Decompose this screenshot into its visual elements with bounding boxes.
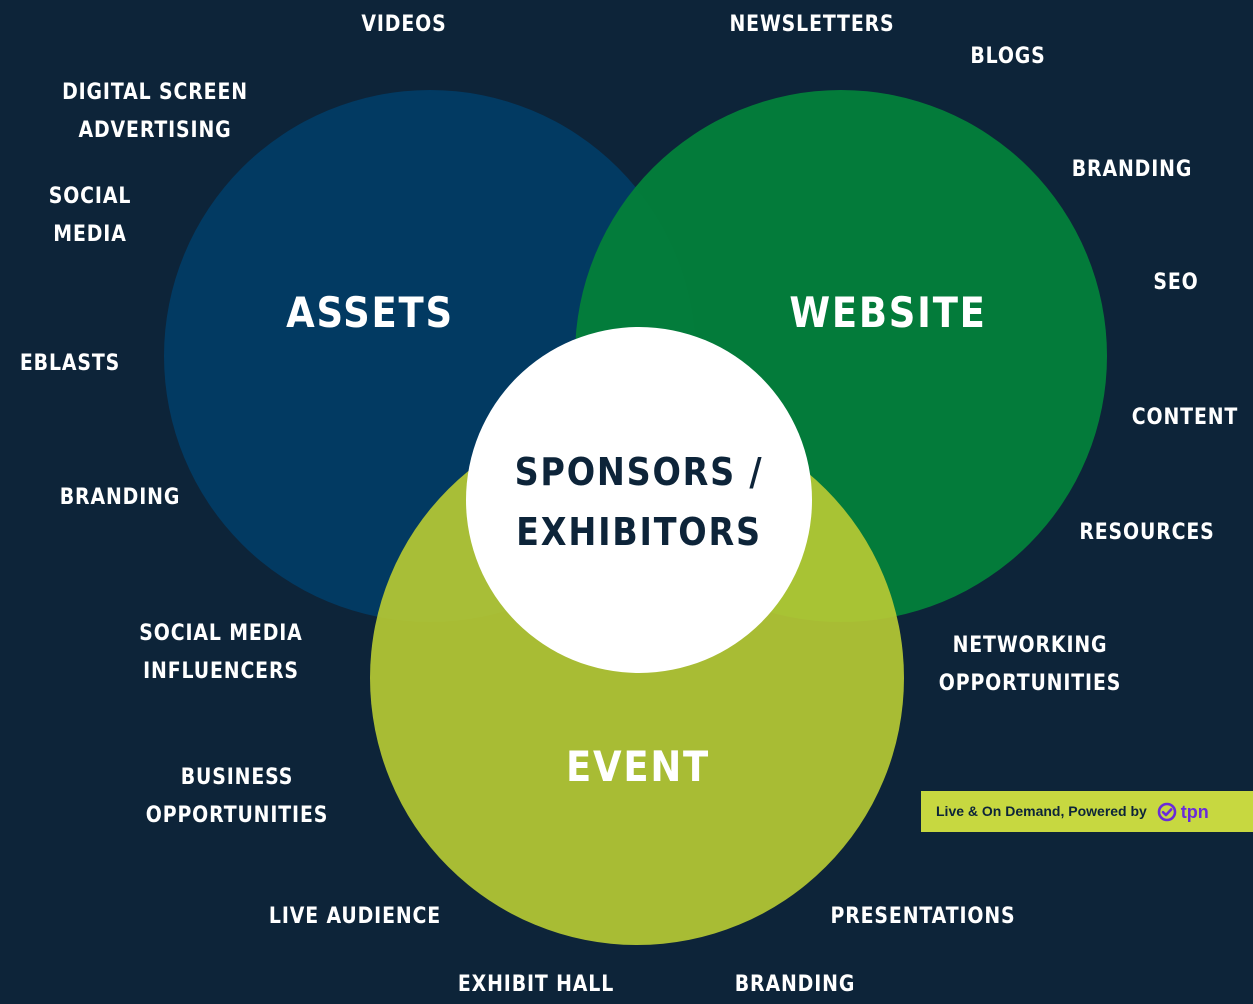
label-networking-opportunities: NETWORKING OPPORTUNITIES (935, 627, 1124, 703)
label-networking-line1: NETWORKING (952, 633, 1108, 658)
label-business-line1: BUSINESS (180, 765, 294, 790)
label-influencers-line2: INFLUENCERS (143, 659, 299, 684)
powered-by-badge[interactable]: Live & On Demand, Powered by tpn (921, 791, 1253, 832)
label-live-audience: LIVE AUDIENCE (268, 904, 442, 929)
label-videos: VIDEOS (361, 12, 447, 37)
label-exhibit-hall: EXHIBIT HALL (457, 972, 615, 997)
label-content: CONTENT (1131, 405, 1239, 430)
check-circle-icon (1157, 802, 1177, 822)
label-branding-event: BRANDING (734, 972, 856, 997)
label-seo: SEO (1153, 270, 1199, 295)
label-business-opportunities: BUSINESS OPPORTUNITIES (142, 759, 331, 835)
center-title-line1: SPONSORS / (514, 450, 764, 494)
label-resources: RESOURCES (1079, 520, 1215, 545)
label-branding-assets: BRANDING (59, 485, 181, 510)
badge-text: Live & On Demand, Powered by (936, 803, 1147, 819)
label-social-media-influencers: SOCIAL MEDIA INFLUENCERS (131, 615, 312, 691)
label-digital-screen-line1: DIGITAL SCREEN (62, 80, 248, 105)
label-business-line2: OPPORTUNITIES (145, 803, 329, 828)
tpn-logo-text: tpn (1180, 801, 1209, 822)
label-digital-screen-line2: ADVERTISING (78, 118, 232, 143)
tpn-logo: tpn (1157, 792, 1209, 833)
assets-title: ASSETS (286, 288, 454, 337)
label-branding-website: BRANDING (1071, 157, 1193, 182)
center-title-line2: EXHIBITORS (516, 510, 762, 554)
event-title: EVENT (565, 742, 711, 791)
label-eblasts: EBLASTS (19, 351, 121, 376)
label-social-media: SOCIAL MEDIA (47, 178, 133, 254)
label-influencers-line1: SOCIAL MEDIA (139, 621, 303, 646)
center-title: SPONSORS / EXHIBITORS (498, 442, 780, 562)
label-digital-screen-advertising: DIGITAL SCREEN ADVERTISING (56, 74, 254, 150)
label-blogs: BLOGS (970, 44, 1046, 69)
website-title: WEBSITE (789, 288, 987, 337)
center-circle (466, 327, 812, 673)
label-networking-line2: OPPORTUNITIES (938, 671, 1122, 696)
label-social-media-line2: MEDIA (53, 222, 127, 247)
label-social-media-line1: SOCIAL (48, 184, 132, 209)
label-presentations: PRESENTATIONS (830, 904, 1016, 929)
label-newsletters: NEWSLETTERS (729, 12, 895, 37)
